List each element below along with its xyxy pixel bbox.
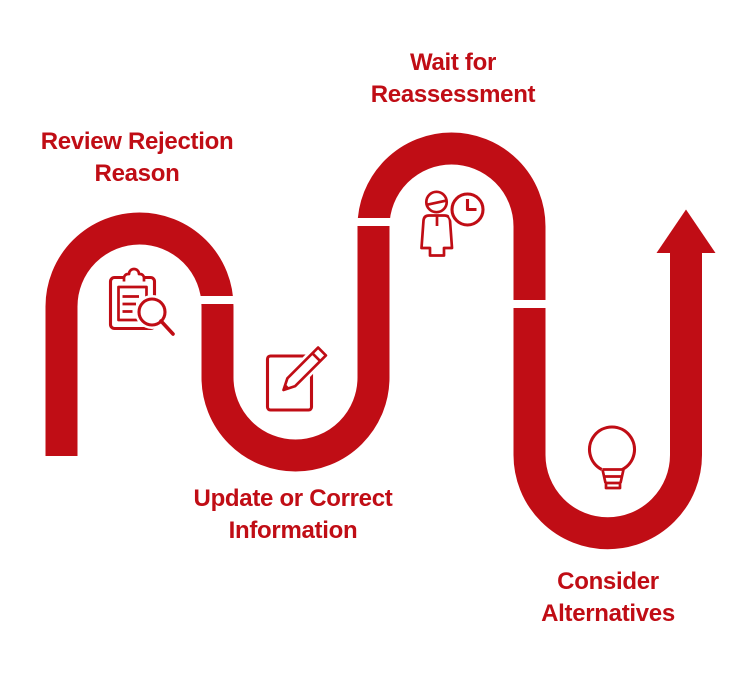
person-clock-icon xyxy=(420,190,487,257)
step-label-update-or-correct-information: Update or Correct Information xyxy=(193,485,393,544)
edit-pencil-icon xyxy=(265,341,332,412)
clipboard-search-icon xyxy=(108,267,177,339)
segment-divider xyxy=(353,218,394,226)
arrow-head xyxy=(656,209,716,253)
step-label-review-rejection-reason: Review Rejection Reason xyxy=(40,128,234,187)
lightbulb-icon xyxy=(587,425,637,490)
step-label-wait-for-reassessment: Wait for Reassessment xyxy=(370,49,536,108)
segment-divider xyxy=(197,296,238,304)
step-label-consider-alternatives: Consider Alternatives xyxy=(541,568,675,627)
serpentine-path xyxy=(45,132,702,550)
segment-divider xyxy=(509,300,550,308)
